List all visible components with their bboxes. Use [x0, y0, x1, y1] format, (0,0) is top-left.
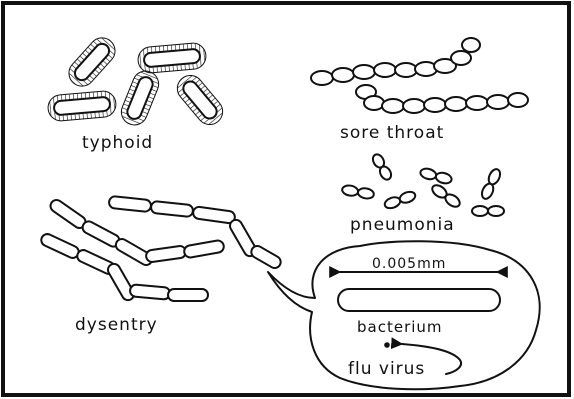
virus-label: flu virus [348, 359, 425, 379]
pneumonia-label: pneumonia [350, 215, 455, 235]
sore-throat-label: sore throat [340, 123, 444, 143]
bacterium-label: bacterium [357, 318, 443, 336]
virus-dot [384, 342, 390, 348]
typhoid-rod [137, 42, 207, 74]
typhoid-label: typhoid [82, 133, 153, 153]
scale-label: 0.005mm [372, 256, 446, 272]
dysentery-label: dysentry [75, 315, 158, 335]
typhoid-rod [47, 90, 117, 122]
